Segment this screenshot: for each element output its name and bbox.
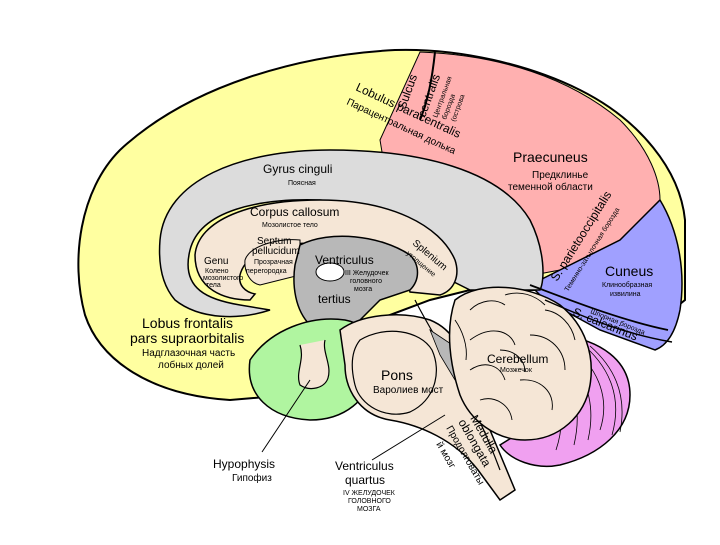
label-frontalis-ru-2: лобных долей — [158, 359, 224, 371]
label-cerebellum-ru: Мозжечок — [500, 367, 533, 374]
interthalamic-adhesion — [315, 262, 345, 282]
parieto-occipital-sulcus — [529, 284, 669, 331]
label-cuneus: Cuneus — [605, 263, 653, 279]
label-corpus-ru: Мозолистое тело — [262, 222, 318, 229]
calcarine-sulcus — [544, 299, 673, 343]
label-praecuneus: Praecuneus — [513, 149, 588, 165]
label-gyrus: Gyrus cinguli — [263, 162, 332, 176]
hypophysis-leader — [261, 379, 311, 453]
label-genu-ru-3: тела — [206, 282, 221, 289]
label-quartus-1: Ventriculus — [335, 459, 394, 473]
label-ventr-ru-2: головного — [350, 278, 382, 285]
label-septum-1: Septum — [257, 236, 291, 247]
label-septum-ru-2: перегородка — [246, 268, 287, 275]
third-ventricle-region — [293, 235, 419, 331]
label-ventr-ru-1: III Желудочек — [345, 270, 390, 277]
central-sulcus-line — [419, 51, 436, 121]
label-tertius: tertius — [318, 292, 351, 306]
label-praecuneus-ru-1: Предклинье — [532, 170, 589, 181]
cerebellum-region — [448, 286, 592, 441]
label-pons-ru: Варолиев мост — [373, 385, 444, 396]
label-frontalis-2: pars supraorbitalis — [130, 330, 244, 346]
label-frontalis-ru-1: Надглазочная часть — [142, 348, 235, 359]
pons-bulge — [351, 330, 437, 415]
pituitary-stalk — [297, 339, 330, 390]
label-hypophysis-ru: Гипофиз — [232, 472, 272, 484]
label-ventr-ru-3: мозга — [354, 286, 372, 293]
label-cerebellum: Cerebellum — [487, 352, 548, 366]
label-cuneus-ru-2: извилина — [610, 291, 641, 298]
label-frontalis-1: Lobus frontalis — [142, 315, 233, 331]
label-gyrus-ru: Поясная — [288, 180, 316, 187]
label-septum-ru-1: Прозрачная — [254, 259, 293, 266]
label-pons: Pons — [381, 367, 413, 383]
label-quartus-ru-2: ГОЛОВНОГО — [348, 498, 391, 505]
label-quartus-2: quartus — [345, 473, 385, 487]
label-genu-ru-2: мозолистого — [203, 275, 243, 282]
label-praecuneus-ru-2: теменной области — [508, 181, 593, 193]
cerebellum-folia — [454, 292, 576, 421]
quartus-leader — [371, 414, 446, 461]
label-quartus-ru-3: МОЗГА — [357, 506, 381, 513]
label-corpus: Corpus callosum — [250, 205, 339, 219]
label-cuneus-ru-1: Клинообразная — [602, 281, 652, 289]
label-hypophysis: Hypophysis — [213, 457, 275, 471]
label-quartus-ru-1: IV ЖЕЛУДОЧЕК — [343, 490, 396, 497]
label-ventriculus: Ventriculus — [315, 253, 374, 267]
label-septum-2: pellucidum — [252, 246, 300, 257]
label-genu-ru-1: Колено — [205, 268, 229, 275]
label-genu: Genu — [204, 256, 228, 267]
